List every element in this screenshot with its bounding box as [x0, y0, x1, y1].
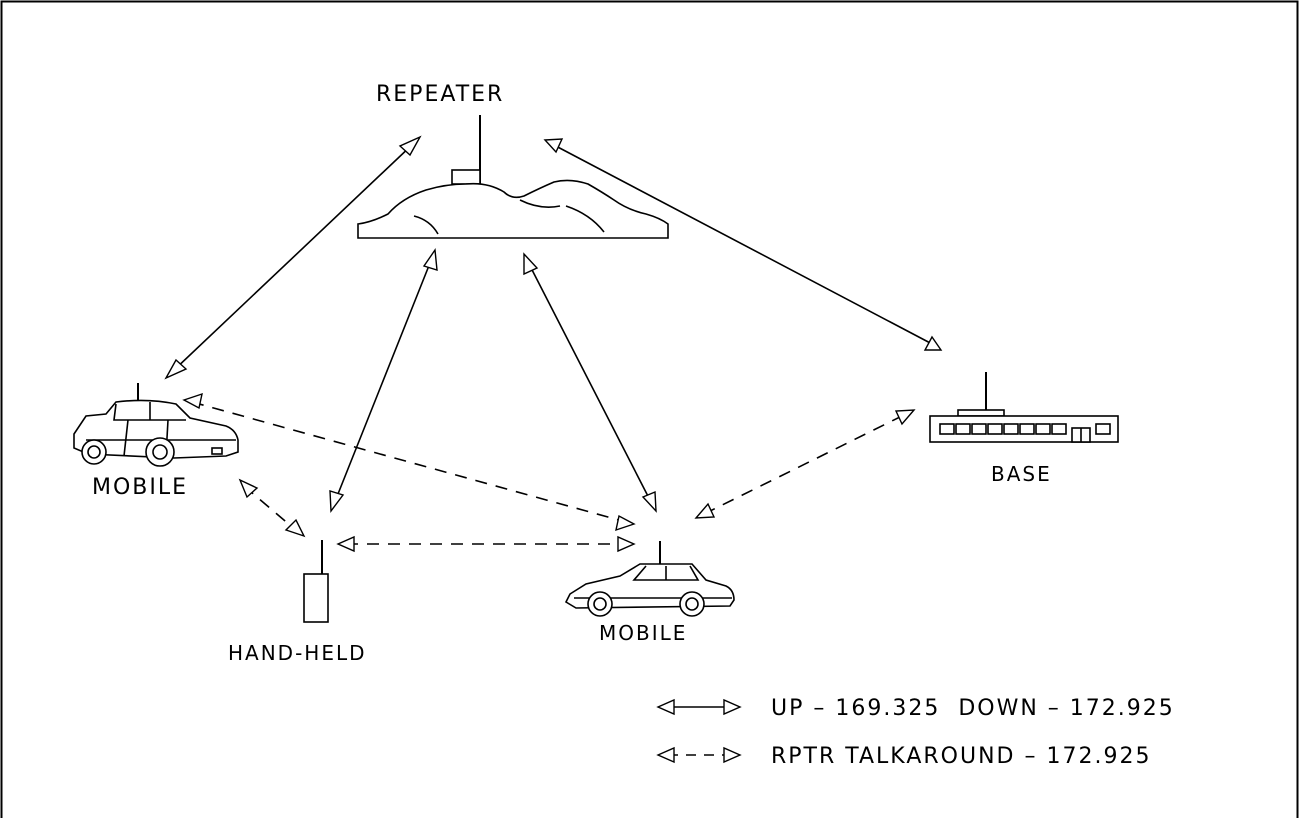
legend-solid-text: UP – 169.325 DOWN – 172.925 [771, 696, 1175, 721]
base-station: BASE [930, 372, 1118, 486]
repeater-hut [452, 170, 480, 184]
solid-link-repeater-base [545, 139, 941, 350]
handheld-icon [304, 574, 328, 622]
mobile-left-label: MOBILE [92, 475, 188, 500]
dashed-link-handheld-sedan [338, 537, 634, 551]
solid-link-repeater-handheld [330, 250, 437, 511]
dashed-link-mobile-left-sedan [184, 394, 634, 530]
solid-link-repeater-mobile-left [166, 137, 420, 378]
base-label: BASE [991, 462, 1052, 486]
hand-held-radio: HAND-HELD [228, 540, 367, 665]
repeater-label: REPEATER [376, 82, 504, 107]
mobile-right-label: MOBILE [599, 621, 687, 645]
mobile-sedan: MOBILE [566, 541, 734, 645]
dashed-link-sedan-base [696, 410, 914, 518]
repeater-site: REPEATER [358, 82, 668, 238]
dashed-link-mobile-left-handheld [240, 480, 304, 536]
mobile-car-left: MOBILE [74, 383, 238, 500]
hand-held-label: HAND-HELD [228, 641, 367, 665]
legend-solid-arrow-icon [658, 700, 740, 714]
legend-dashed-text: RPTR TALKAROUND – 172.925 [771, 744, 1151, 769]
solid-link-repeater-sedan [524, 254, 656, 511]
legend: UP – 169.325 DOWN – 172.925 RPTR TALKARO… [658, 696, 1175, 769]
mountain-icon [358, 180, 668, 238]
legend-dashed-arrow-icon [658, 748, 740, 762]
